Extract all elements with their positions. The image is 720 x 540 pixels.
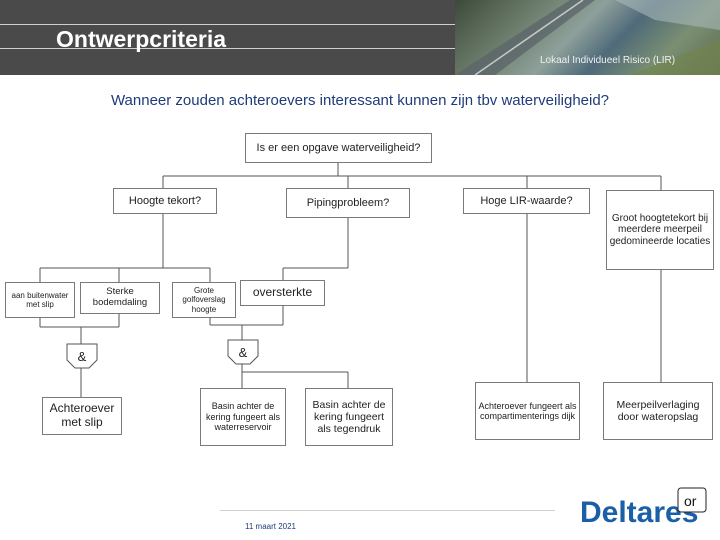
- meerpeilverlaging-node: Meerpeilverlaging door wateropslag: [603, 382, 713, 440]
- basin-tegendruk-node: Basin achter de kering fungeert als tege…: [305, 388, 393, 446]
- footer-rule: [220, 510, 555, 511]
- deltares-logo: Deltares or: [580, 486, 710, 530]
- deltares-logo-graphic: Deltares or: [580, 486, 710, 530]
- sterke-bodemdaling-node: Sterke bodemdaling: [80, 282, 160, 314]
- basin-waterreservoir-node: Basin achter de kering fungeert als wate…: [200, 388, 286, 446]
- grote-golfoverslag-node: Grote golfoverslag hoogte: [172, 282, 236, 318]
- hoge-lir-node: Hoge LIR-waarde?: [463, 188, 590, 214]
- achteroever-slip-node: Achteroever met slip: [42, 397, 122, 435]
- logo-badge-text: or: [684, 493, 697, 509]
- groot-hoogtetekort-node: Groot hoogtetekort bij meerdere meerpeil…: [606, 190, 714, 270]
- footer-date: 11 maart 2021: [245, 522, 296, 531]
- oversterkte-node: oversterkte: [240, 280, 325, 306]
- pipingprobleem-node: Pipingprobleem?: [286, 188, 410, 218]
- hoogte-tekort-node: Hoogte tekort?: [113, 188, 217, 214]
- aan-buitenwater-node: aan buitenwater met slip: [5, 282, 75, 318]
- root-node: Is er een opgave waterveiligheid?: [245, 133, 432, 163]
- achteroever-compartimentering-node: Achteroever fungeert als compartimenteri…: [475, 382, 580, 440]
- and-node-mid: &: [228, 346, 258, 361]
- and-node-left: &: [67, 350, 97, 365]
